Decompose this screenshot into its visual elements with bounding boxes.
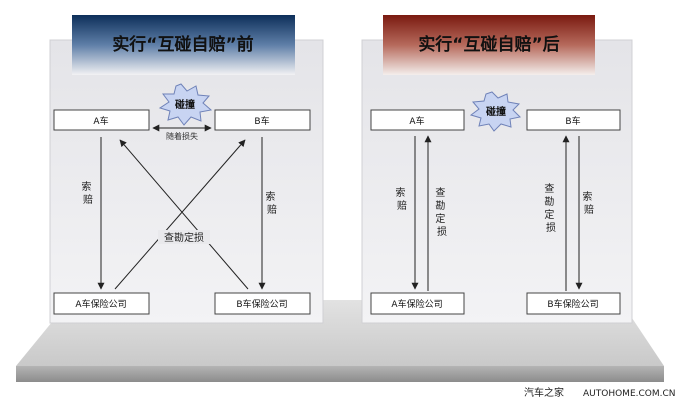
collision-label: 碰撞	[175, 98, 195, 111]
panel-before-title-text: 实行“互碰自赔”前	[112, 34, 253, 55]
insurer-a-label: A车保险公司	[75, 298, 126, 310]
panel-after-title: 实行“互碰自赔”后	[383, 15, 595, 75]
car-a-label: A车	[93, 115, 108, 127]
car-a-box-after: A车	[370, 109, 465, 131]
claim-label-b-after: 索 赔	[582, 190, 595, 216]
panel-before: 实行“互碰自赔”前 碰撞 A车 B车 随着损失 索 赔 索 赔	[49, 15, 324, 324]
insurer-a-label-after: A车保险公司	[391, 298, 442, 310]
insurer-a-box: A车保险公司	[53, 292, 150, 315]
insurer-b-label-after: B车保险公司	[547, 298, 598, 310]
insurer-a-box-after: A车保险公司	[370, 292, 465, 315]
collision-label-after: 碰撞	[486, 105, 506, 118]
site-url: AUTOHOME.COM.CN	[583, 389, 676, 399]
insurer-b-box-after: B车保险公司	[526, 292, 621, 315]
car-a-box: A车	[53, 109, 150, 131]
survey-label: 查勘定损	[164, 231, 204, 244]
collision-burst-icon: 碰撞	[158, 83, 213, 126]
panel-before-title: 实行“互碰自赔”前	[72, 15, 295, 75]
claim-label-right: 索 赔	[265, 190, 278, 216]
claim-label-a-after: 索 赔	[395, 186, 408, 212]
survey-label-a-after: 查 勘 定 损	[435, 186, 448, 238]
panel-after: 实行“互碰自赔”后 碰撞 A车 B车 索 赔 查 勘 定 损	[361, 15, 633, 324]
insurer-b-label: B车保险公司	[236, 298, 287, 310]
panel-after-title-text: 实行“互碰自赔”后	[418, 34, 559, 55]
loss-label: 随着损失	[166, 131, 198, 141]
survey-label-b-after: 查 勘 定 损	[544, 182, 557, 234]
car-b-box: B车	[214, 109, 311, 131]
claim-label-left: 索 赔	[81, 180, 94, 206]
site-watermark: 汽车之家 AUTOHOME.COM.CN	[524, 386, 676, 399]
site-name: 汽车之家	[524, 386, 564, 399]
survey-arrow-a-to-b	[114, 139, 246, 290]
car-b-box-after: B车	[526, 109, 621, 131]
car-b-label: B车	[254, 115, 269, 127]
survey-arrow-b-to-a	[119, 139, 249, 290]
car-b-label-after: B车	[565, 115, 580, 127]
collision-burst-icon-after: 碰撞	[469, 91, 522, 132]
insurer-b-box: B车保险公司	[214, 292, 311, 315]
car-a-label-after: A车	[409, 115, 424, 127]
